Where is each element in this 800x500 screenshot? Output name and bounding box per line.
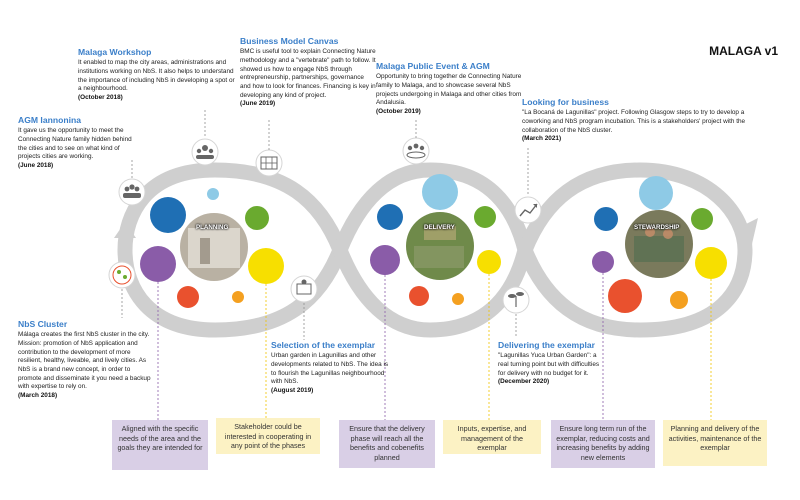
event-date: (June 2018) [18,161,54,169]
event-body: "La Bocaná de Lagunillas" project. Follo… [522,109,746,134]
event-date: (June 2019) [240,100,276,108]
event-body: Málaga creates the first NbS cluster in … [18,331,151,391]
delivery-dot-orange [452,293,464,305]
event-date: (December 2020) [498,378,550,386]
delivery-dot-yellow [477,250,501,274]
connector-lines [121,110,712,420]
note-box-long-term: Ensure long term run of the exemplar, re… [551,420,655,468]
phase-label-delivery: DELIVERY [424,224,455,231]
event-body: BMC is useful tool to explain Connecting… [240,48,376,99]
stewardship-dot-blue-light [639,176,673,210]
event-business-model-canvas: Business Model Canvas BMC is useful tool… [240,36,376,109]
event-agm-iannonina: AGM Iannonina It gave us the opportunity… [18,115,140,171]
delivery-dot-purple [370,245,400,275]
stewardship-dot-purple [592,251,614,273]
planning-dot-orange [232,291,244,303]
event-malaga-public-event: Malaga Public Event & AGM Opportunity to… [376,61,526,117]
event-title: Delivering the exemplar [498,340,595,350]
event-title: Looking for business [522,97,609,107]
event-date: (March 2018) [18,391,58,399]
event-title: Business Model Canvas [240,36,339,46]
loop-band [117,162,753,338]
event-date: (October 2018) [78,93,123,101]
stewardship-dot-red [608,279,642,313]
canvas-icon [255,149,283,177]
delivery-dot-red [409,286,429,306]
planning-dot-blue-dark [150,197,186,233]
delivery-cluster [370,174,501,306]
note-box-ensure-delivery: Ensure that the delivery phase will reac… [339,420,435,468]
event-malaga-workshop: Malaga Workshop It enabled to map the ci… [78,47,236,103]
loop-arrow-right [734,218,758,244]
stewardship-dot-blue-dark [594,207,618,231]
delivery-dot-blue-light [422,174,458,210]
team-icon [118,178,146,206]
loop-arrow-left [114,222,136,238]
event-date: (August 2019) [271,386,314,394]
stewardship-cluster [592,176,727,313]
event-icon [402,137,430,165]
stewardship-dot-yellow [695,247,727,279]
note-box-planning-delivery: Planning and delivery of the activities,… [663,420,767,466]
phase-label-planning: PLANNING [196,224,229,231]
delivery-dot-blue-dark [377,204,403,230]
event-title: NbS Cluster [18,319,68,329]
page-title: MALAGA v1 [709,44,778,58]
event-nbs-cluster: NbS Cluster Málaga creates the first NbS… [18,319,154,400]
planning-cluster [140,188,284,308]
event-date: (October 2019) [376,107,421,115]
note-box-stakeholder: Stakeholder could be interested in coope… [216,418,320,454]
planning-dot-purple [140,246,176,282]
note-box-inputs: Inputs, expertise, and management of the… [443,420,541,454]
event-date: (March 2021) [522,135,562,143]
planning-dot-yellow [248,248,284,284]
event-body: Urban garden in Lagunillas and other dev… [271,352,389,386]
growth-chart-icon [514,196,542,224]
event-body: It enabled to map the city areas, admini… [78,59,235,93]
stewardship-dot-orange [670,291,688,309]
plant-icon [502,286,530,314]
delivery-dot-green [474,206,496,228]
stewardship-dot-green [691,208,713,230]
event-title: AGM Iannonina [18,115,82,125]
planning-dot-blue-light [207,188,219,200]
planning-dot-red [177,286,199,308]
event-title: Malaga Workshop [78,47,152,57]
planning-dot-green [245,206,269,230]
event-delivering-exemplar: Delivering the exemplar "Lagunillas Yuca… [498,340,608,387]
event-body: Opportunity to bring together de Connect… [376,73,522,107]
event-body: It gave us the opportunity to meet the C… [18,127,132,161]
event-title: Malaga Public Event & AGM [376,61,490,71]
event-body: "Lagunillas Yuca Urban Garden": a real t… [498,352,600,377]
event-selection-exemplar: Selection of the exemplar Urban garden i… [271,340,391,396]
note-box-aligned: Aligned with the specific needs of the a… [112,420,208,470]
event-looking-for-business: Looking for business "La Bocaná de Lagun… [522,97,756,144]
phase-label-stewardship: STEWARDSHIP [634,224,680,231]
meeting-icon [191,138,219,166]
event-title: Selection of the exemplar [271,340,376,350]
cluster-logo-icon [108,261,136,289]
exemplar-map-icon [290,275,318,303]
